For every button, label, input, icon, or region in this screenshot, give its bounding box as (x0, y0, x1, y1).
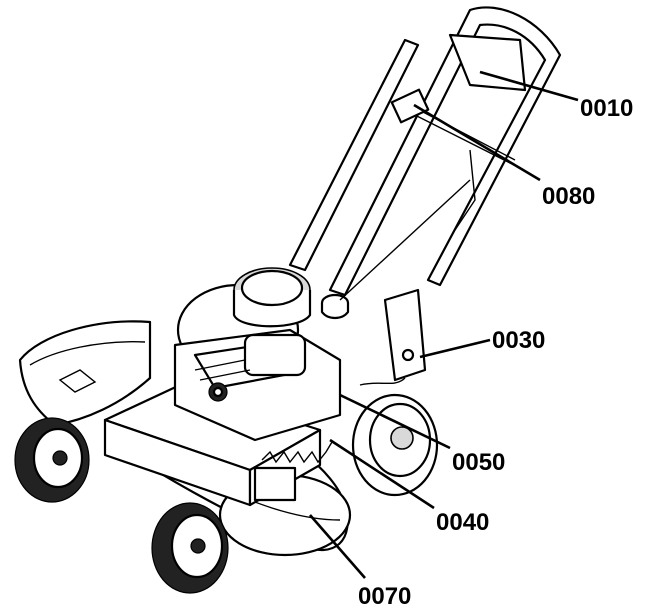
front-wheel-right (151, 502, 229, 594)
handle-assembly (288, 6, 562, 301)
callout-0030: 0030 (492, 327, 545, 354)
leader-0040 (329, 438, 435, 510)
leader-0030 (419, 338, 491, 359)
mower-illustration (14, 6, 562, 594)
leader-0010 (479, 70, 579, 102)
front-chassis (103, 383, 322, 507)
spring (261, 441, 333, 464)
callout-0070: 0070 (358, 583, 411, 610)
leader-0070 (309, 514, 366, 579)
callout-0040: 0040 (436, 509, 489, 536)
grass-deflector (18, 320, 152, 427)
callout-labels: 0010 0080 0030 0050 0040 0070 (358, 95, 633, 610)
rear-wheel (351, 393, 439, 497)
leader-lines (309, 70, 579, 579)
engine (173, 267, 350, 442)
front-wheel-left (14, 417, 90, 503)
callout-0050: 0050 (452, 449, 505, 476)
callout-0080: 0080 (542, 183, 595, 210)
height-adjuster (359, 288, 427, 386)
leader-0050 (339, 393, 451, 450)
callout-0010: 0010 (580, 95, 633, 122)
leader-0080 (413, 103, 541, 182)
